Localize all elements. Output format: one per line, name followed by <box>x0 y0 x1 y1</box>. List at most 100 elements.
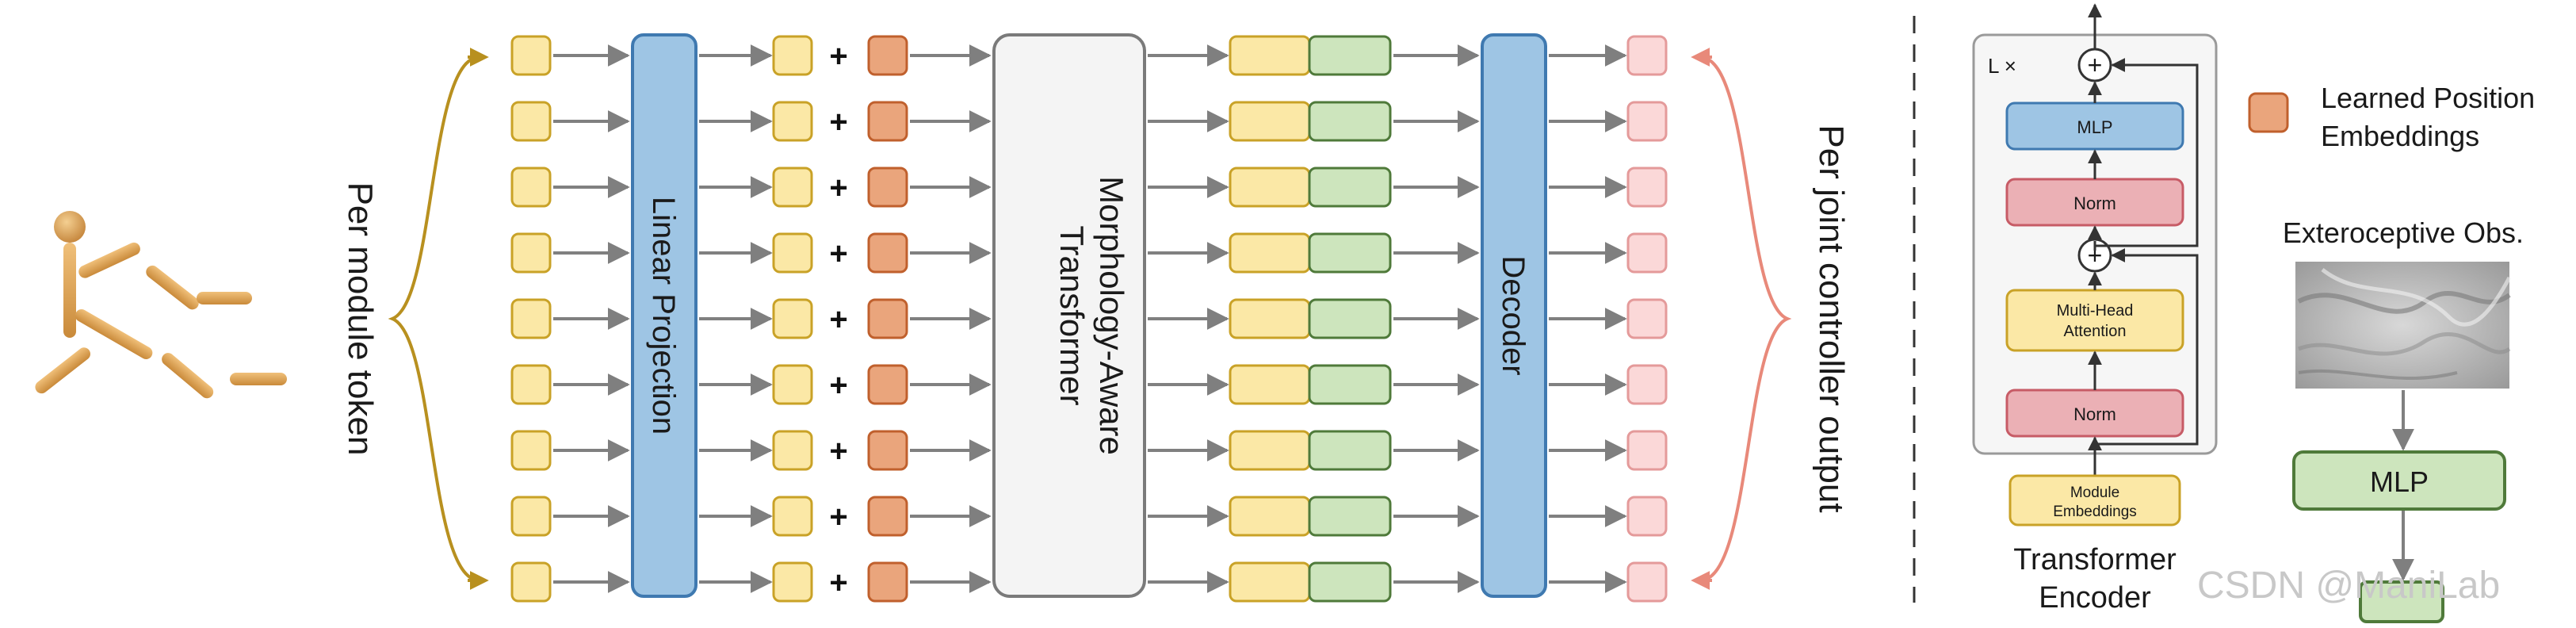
linear-projection-block <box>631 33 698 598</box>
proprio-feature-token <box>1229 101 1311 142</box>
add-symbol-middle: + <box>2088 241 2103 270</box>
terrain-heightmap-image <box>2295 262 2512 389</box>
linear-projection-label: Linear Projection <box>646 197 681 435</box>
plus-sign: + <box>829 39 847 74</box>
proprio-feature-token <box>1229 35 1311 76</box>
projected-token <box>772 232 813 274</box>
legend-line2: Embeddings <box>2321 120 2479 152</box>
residual-connection-top <box>2093 65 2199 251</box>
position-embedding-token <box>867 101 908 142</box>
proprio-feature-token <box>1229 232 1311 274</box>
proprio-feature-token <box>1229 430 1311 471</box>
extero-feature-token <box>1308 101 1392 142</box>
joint-output-token <box>1626 298 1668 339</box>
transformer-encoder-caption-line1: Transformer <box>2013 543 2177 576</box>
plus-sign: + <box>829 565 847 600</box>
position-embedding-token <box>867 364 908 405</box>
joint-output-token <box>1626 232 1668 274</box>
exteroceptive-mlp-label: MLP <box>2370 465 2429 498</box>
projected-token <box>772 561 813 603</box>
plus-sign: + <box>829 500 847 534</box>
transformer-encoder-caption-line2: Encoder <box>2039 581 2151 615</box>
position-embedding-token <box>867 35 908 76</box>
decoder-label: Decoder <box>1496 255 1531 375</box>
position-embedding-token <box>867 430 908 471</box>
csdn-watermark: CSDN @ManiLab <box>2197 565 2500 607</box>
projected-token <box>772 35 813 76</box>
module-token <box>510 496 552 537</box>
projected-token <box>772 430 813 471</box>
extero-feature-token <box>1308 561 1392 603</box>
plus-sign: + <box>829 236 847 271</box>
extero-feature-token <box>1308 35 1392 76</box>
proprio-feature-token <box>1229 561 1311 603</box>
projected-token <box>772 364 813 405</box>
position-embedding-token <box>867 232 908 274</box>
plus-sign: + <box>829 434 847 469</box>
extero-feature-token <box>1308 232 1392 274</box>
proprio-feature-token <box>1229 364 1311 405</box>
module-token <box>510 298 552 339</box>
projected-token <box>772 496 813 537</box>
encoder-repeat-label: L × <box>1988 54 2016 78</box>
joint-output-token <box>1626 101 1668 142</box>
plus-sign: + <box>829 368 847 403</box>
legend-position-embedding-swatch <box>2248 92 2289 133</box>
residual-connection-bottom <box>2095 248 2199 446</box>
encoder-mlp-label: MLP <box>2077 117 2112 137</box>
extero-feature-token <box>1308 430 1392 471</box>
projected-token <box>772 167 813 208</box>
proprio-feature-token <box>1229 496 1311 537</box>
transformer-encoder-detail: L × + MLP Norm + Multi-Head Attention No… <box>1972 3 2218 615</box>
encoder-norm-top-label: Norm <box>2073 193 2116 213</box>
proprio-feature-token <box>1229 167 1311 208</box>
joint-output-token <box>1626 430 1668 471</box>
per-joint-controller-output-label: Per joint controller output <box>1812 124 1851 512</box>
plus-sign: + <box>829 170 847 205</box>
extero-feature-token <box>1308 167 1392 208</box>
module-embeddings-line2: Embeddings <box>2053 504 2137 520</box>
joint-output-token <box>1626 364 1668 405</box>
add-symbol-top: + <box>2088 51 2103 79</box>
module-embeddings-block <box>2008 474 2181 527</box>
decoder-block <box>1481 33 1547 598</box>
joint-output-token <box>1626 561 1668 603</box>
module-token <box>510 101 552 142</box>
morphology-aware-transformer-block <box>992 33 1146 598</box>
legend-line1: Learned Position <box>2321 82 2535 114</box>
joint-output-token <box>1626 496 1668 537</box>
position-embedding-token <box>867 561 908 603</box>
attention-label-line2: Attention <box>2064 323 2127 340</box>
encoder-norm-bottom-label: Norm <box>2073 404 2116 424</box>
token-rows: + + + + + + + + + <box>510 35 1668 603</box>
per-module-token-label: Per module token <box>341 182 380 456</box>
extero-feature-token <box>1308 364 1392 405</box>
position-embedding-token <box>867 167 908 208</box>
module-token <box>510 35 552 76</box>
proprio-feature-token <box>1229 298 1311 339</box>
projected-token <box>772 101 813 142</box>
right-brace <box>1699 56 1792 582</box>
robot-morphology-figure <box>35 211 287 399</box>
multi-head-attention-block <box>2005 289 2184 352</box>
exteroceptive-title: Exteroceptive Obs. <box>2283 216 2524 249</box>
transformer-label-line1: Morphology-Aware <box>1093 176 1130 455</box>
position-embedding-token <box>867 496 908 537</box>
module-token <box>510 561 552 603</box>
plus-sign: + <box>829 302 847 337</box>
module-token <box>510 167 552 208</box>
joint-output-token <box>1626 35 1668 76</box>
module-token <box>510 232 552 274</box>
exteroceptive-feature-token <box>2359 580 2444 623</box>
module-token <box>510 364 552 405</box>
attention-label-line1: Multi-Head <box>2057 302 2134 320</box>
transformer-label-line2: Transformer <box>1053 225 1091 405</box>
extero-feature-token <box>1308 496 1392 537</box>
position-embedding-token <box>867 298 908 339</box>
extero-feature-token <box>1308 298 1392 339</box>
module-embeddings-line1: Module <box>2070 484 2119 501</box>
plus-sign: + <box>829 105 847 140</box>
left-brace <box>388 56 480 582</box>
projected-token <box>772 298 813 339</box>
